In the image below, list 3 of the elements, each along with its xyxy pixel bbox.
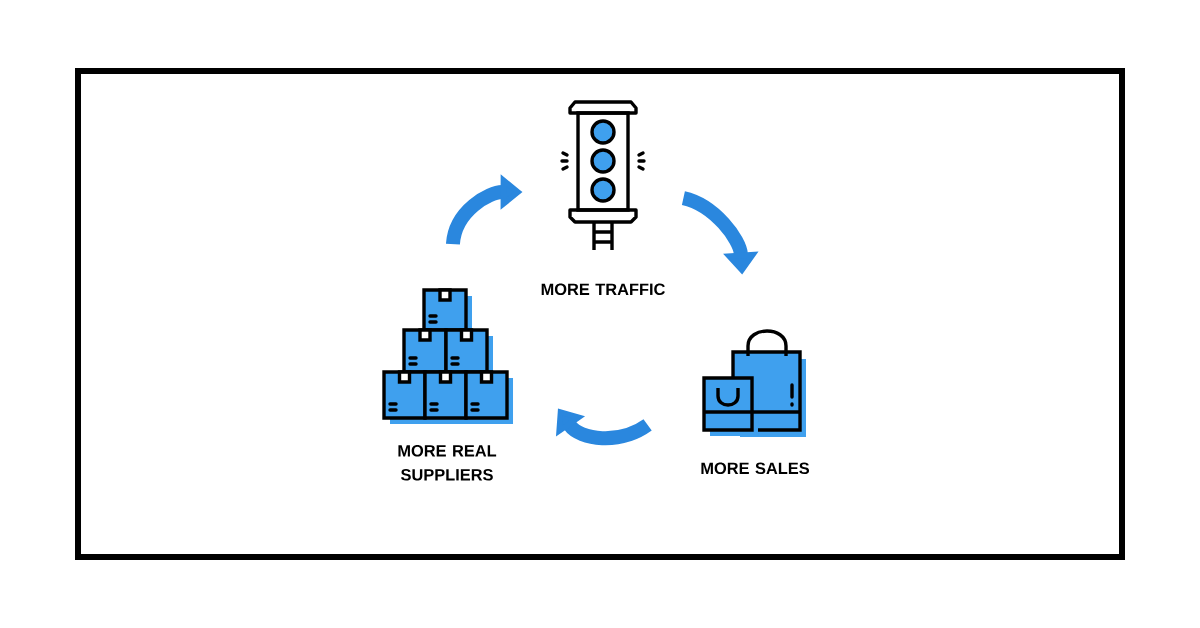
node-label: MORE SALES (701, 462, 809, 475)
node-label: MORE TRAFFIC (541, 283, 665, 296)
node-label: MORE REAL SUPPLIERS (398, 445, 497, 481)
